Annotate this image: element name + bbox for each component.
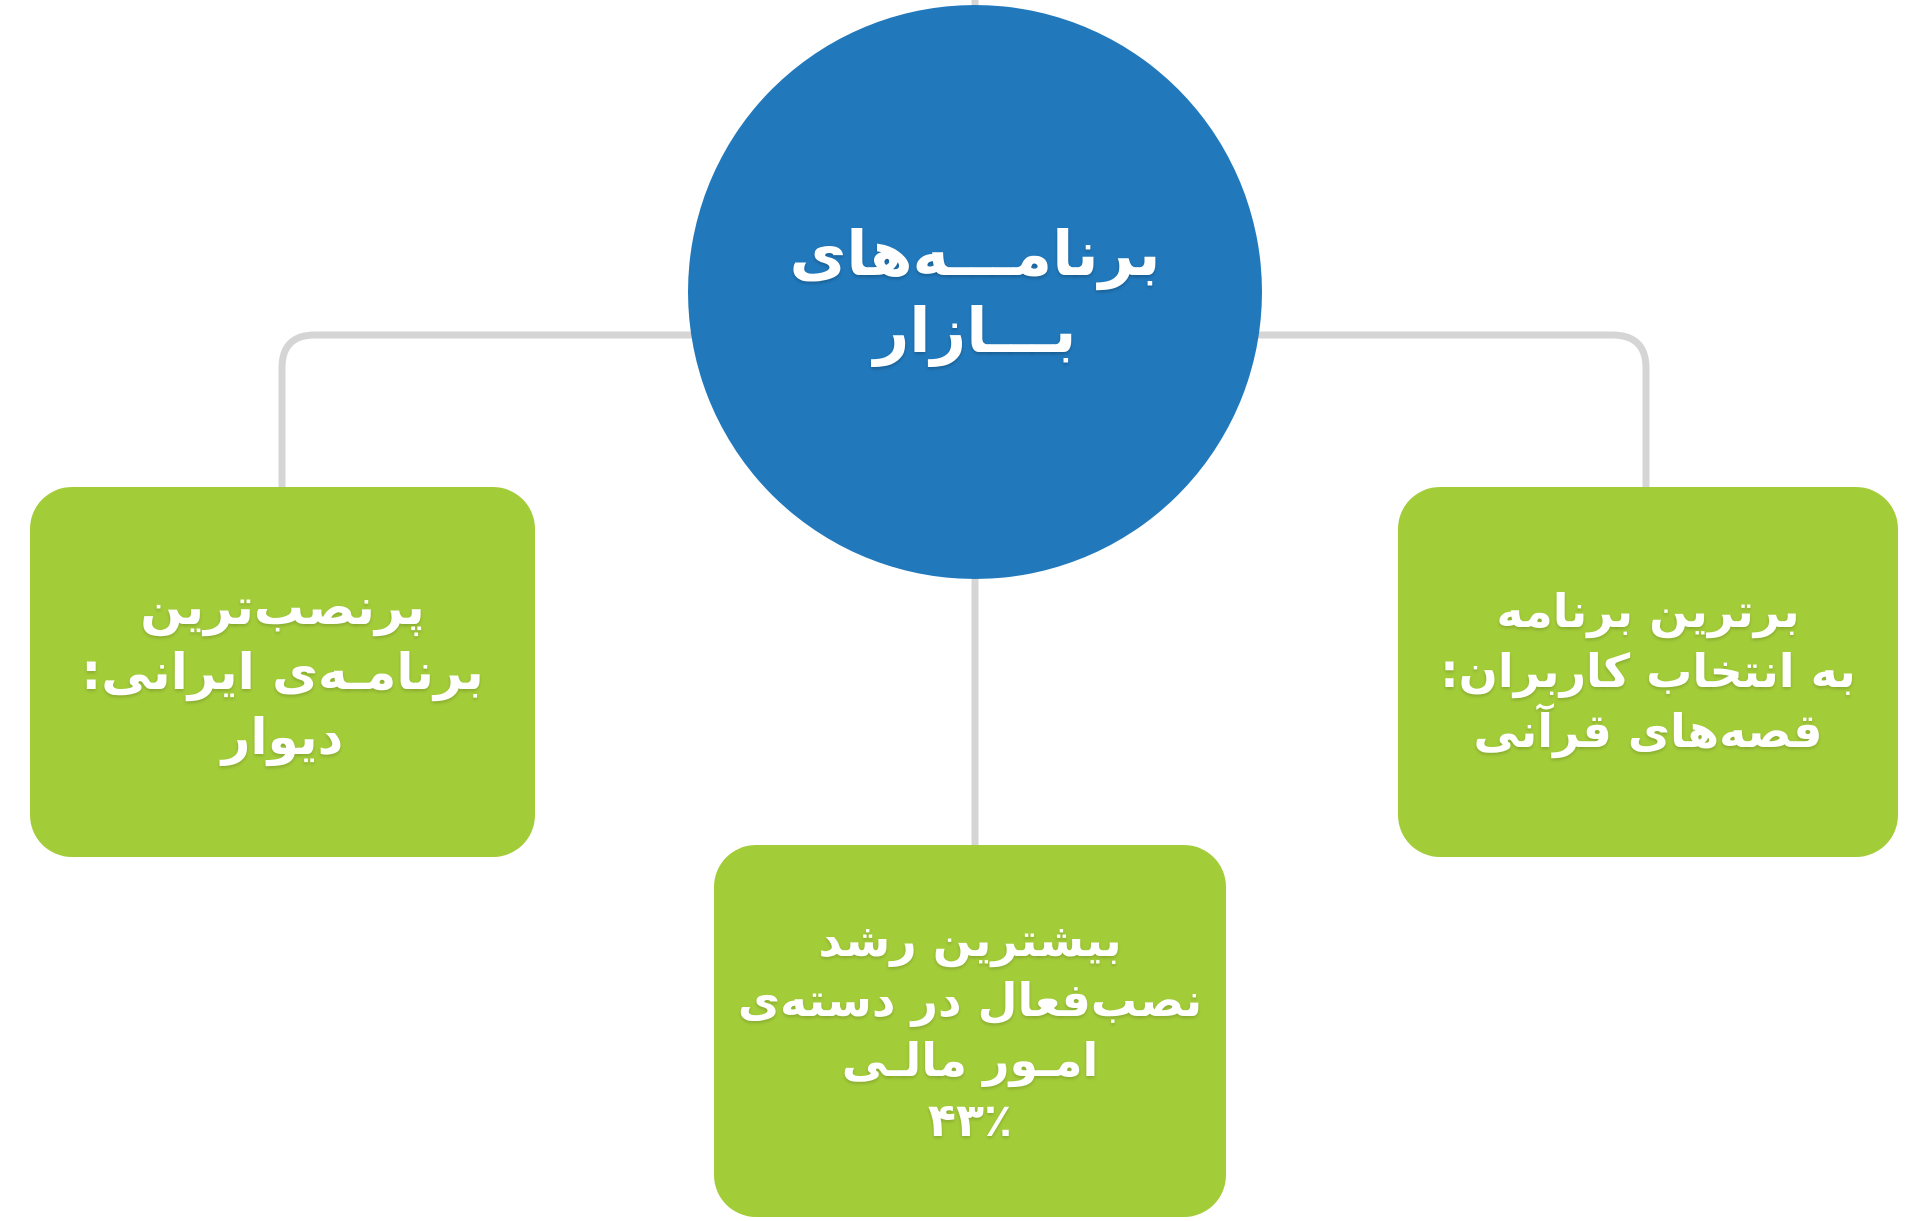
leaf-node-most-installed-iranian-app[interactable]: پرنصب‌ترین برنامـه‌ی ایرانی: دیوار — [30, 487, 535, 857]
leaf-node-label-right: برترین برنامه به انتخاب کاربران: قصه‌های… — [1440, 584, 1856, 758]
hub-node-bazaar-apps[interactable]: برنامـــه‌های بـــازار — [688, 5, 1262, 579]
leaf-node-top-app-by-user-choice[interactable]: برترین برنامه به انتخاب کاربران: قصه‌های… — [1398, 487, 1898, 857]
leaf-node-label-left: پرنصب‌ترین برنامـه‌ی ایرانی: دیوار — [81, 577, 484, 766]
leaf-node-highest-active-install-growth[interactable]: بیشترین رشد نصب‌فعال در دسته‌ی امـور مال… — [714, 845, 1226, 1217]
leaf-node-label-bottom: بیشترین رشد نصب‌فعال در دسته‌ی امـور مال… — [737, 913, 1203, 1147]
hub-node-label: برنامـــه‌های بـــازار — [789, 216, 1161, 368]
